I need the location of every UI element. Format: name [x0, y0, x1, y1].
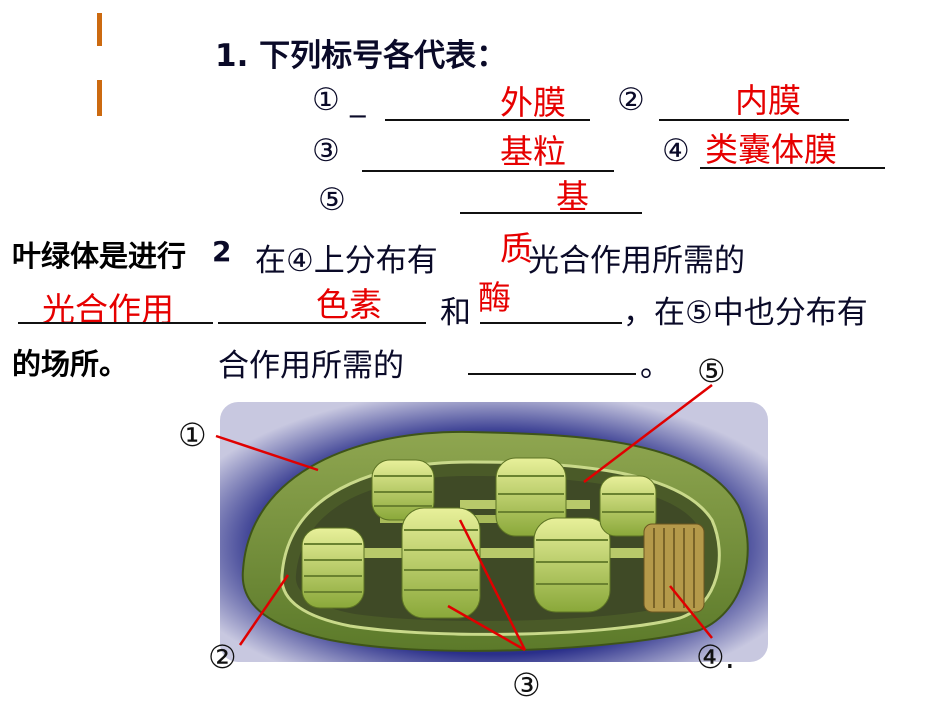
- answer-outer-membrane: 外膜: [500, 83, 566, 122]
- blank-number-1: ①: [312, 82, 340, 118]
- diagram-label-3: ③: [512, 666, 541, 704]
- granum: [533, 517, 611, 613]
- blank-number-2: ②: [617, 82, 645, 118]
- stroma-lamella: [340, 548, 660, 558]
- sentence1-part-a: 在④上分布有: [255, 243, 438, 279]
- blank-line-3: [362, 170, 614, 172]
- overlay-text-line1: 叶绿体是进行: [12, 239, 187, 273]
- granum: [371, 459, 435, 521]
- blank-number-3: ③: [312, 133, 340, 169]
- pointer-line-3a: [458, 519, 527, 651]
- granum: [495, 457, 567, 537]
- granum-cut: [643, 523, 705, 613]
- blank-number-4: ④: [662, 133, 690, 169]
- granum: [401, 507, 481, 619]
- answer-inner-membrane: 内膜: [735, 81, 801, 120]
- answer-stroma-line1: 基: [556, 177, 589, 216]
- overlay-text-line2: 的场所。: [12, 347, 129, 381]
- diagram-label-1: ①: [178, 416, 207, 454]
- decorative-bar-top: [97, 13, 102, 46]
- answer-thylakoid-membrane: 类囊体膜: [705, 130, 837, 169]
- answer-stroma-line2: 质: [500, 229, 533, 268]
- blank-line-6: [18, 322, 213, 324]
- answer-pigment: 色素: [316, 285, 382, 324]
- diagram-label-2: ②: [208, 638, 237, 676]
- pointer-line-1: [215, 434, 319, 472]
- diagram-label-4: ④.: [696, 638, 735, 676]
- blank-number-5: ⑤: [318, 182, 346, 218]
- decorative-bar-bottom: [97, 80, 102, 116]
- answer-enzyme: 酶: [478, 278, 511, 317]
- blank-underscore: _: [350, 82, 366, 118]
- blank-line-8: [480, 322, 622, 324]
- blank-line-7: [218, 322, 426, 324]
- answer-grana: 基粒: [500, 132, 566, 171]
- overlay-number: 2: [212, 235, 232, 268]
- sentence3-end: 。: [640, 348, 671, 384]
- sentence1-part-b: 光合作用所需的: [528, 243, 745, 279]
- sentence3: 合作用所需的: [218, 348, 404, 384]
- pointer-line-5: [583, 384, 713, 483]
- blank-line-2: [659, 119, 849, 121]
- pointer-line-2: [238, 574, 290, 646]
- granum: [599, 475, 657, 537]
- blank-line-5: [460, 212, 642, 214]
- blank-line-1: [385, 119, 590, 121]
- sentence2-end: ，在⑤中也分布有: [623, 295, 868, 331]
- pointer-line-4: [669, 585, 713, 639]
- question-title: 1. 下列标号各代表：: [215, 38, 508, 74]
- granum: [301, 527, 365, 609]
- sentence2-and: 和: [440, 295, 471, 331]
- diagram-label-5: ⑤: [697, 352, 726, 390]
- blank-line-9: [468, 373, 636, 375]
- blank-line-4: [700, 167, 885, 169]
- pointer-line-3b: [447, 604, 526, 652]
